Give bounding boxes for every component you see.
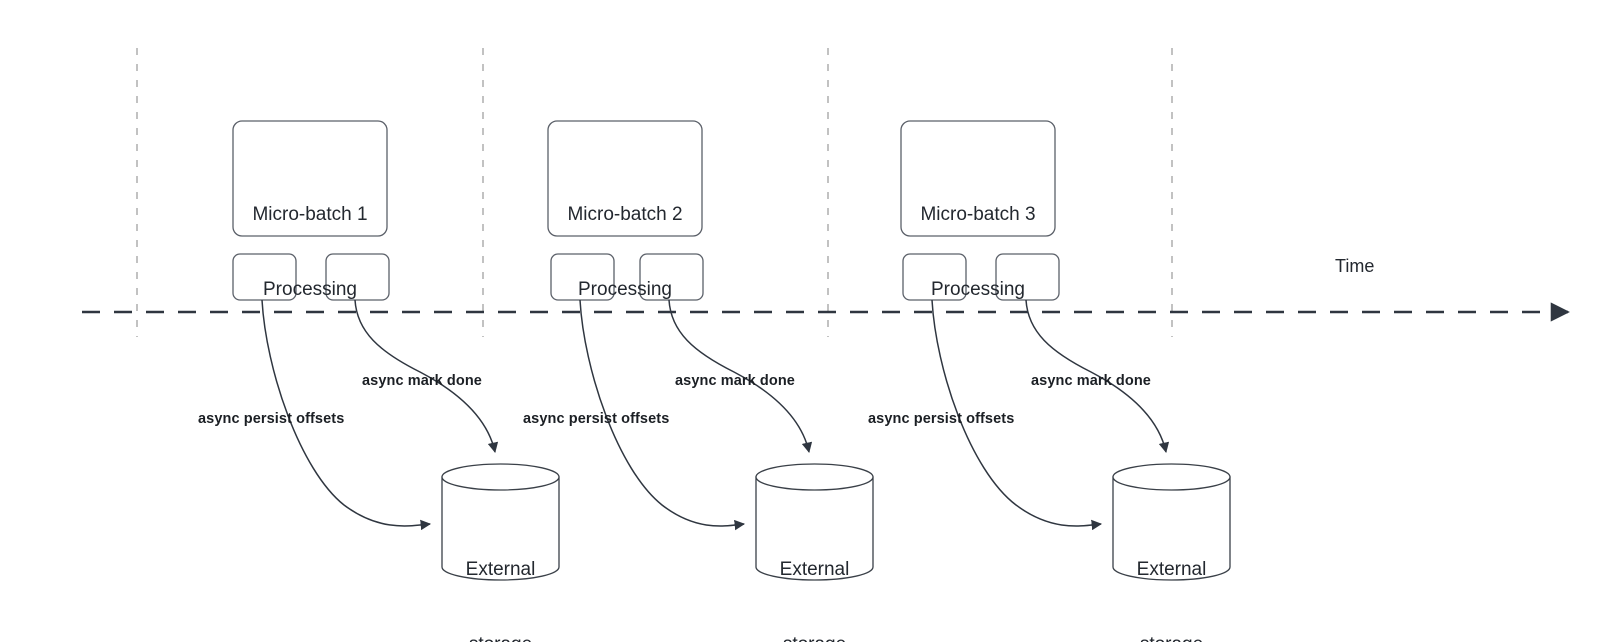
batch-1-external-storage-cylinder[interactable] xyxy=(441,463,560,581)
batch-3-process-box[interactable] xyxy=(900,120,1056,237)
batch-3-external-storage-cylinder[interactable] xyxy=(1112,463,1231,581)
batch-2-group xyxy=(547,120,874,581)
batch-3-flow-mark-done-arrow xyxy=(1025,299,1170,454)
divider-group xyxy=(136,48,1173,337)
batch-1-process-box[interactable] xyxy=(232,120,388,237)
batch-3-group xyxy=(900,120,1231,581)
batch-1-flow-mark-done-arrow xyxy=(354,299,499,454)
batch-2-task-box-mark-done[interactable] xyxy=(639,253,704,301)
batch-3-flow-persist-offsets-arrow xyxy=(931,299,1103,531)
batch-2-task-box-persist-offsets[interactable] xyxy=(550,253,615,301)
batch-3-task-box-mark-done[interactable] xyxy=(995,253,1060,301)
batch-3-task-box-persist-offsets[interactable] xyxy=(902,253,967,301)
batch-1-group xyxy=(232,120,560,581)
batch-1-task-box-mark-done[interactable] xyxy=(325,253,390,301)
batch-1-flow-persist-offsets-arrow xyxy=(261,299,432,531)
batch-2-flow-persist-offsets-arrow xyxy=(579,299,746,531)
batch-2-flow-mark-done-arrow xyxy=(668,299,813,454)
batch-2-process-box[interactable] xyxy=(547,120,703,237)
batch-2-external-storage-cylinder[interactable] xyxy=(755,463,874,581)
batch-1-task-box-persist-offsets[interactable] xyxy=(232,253,297,301)
